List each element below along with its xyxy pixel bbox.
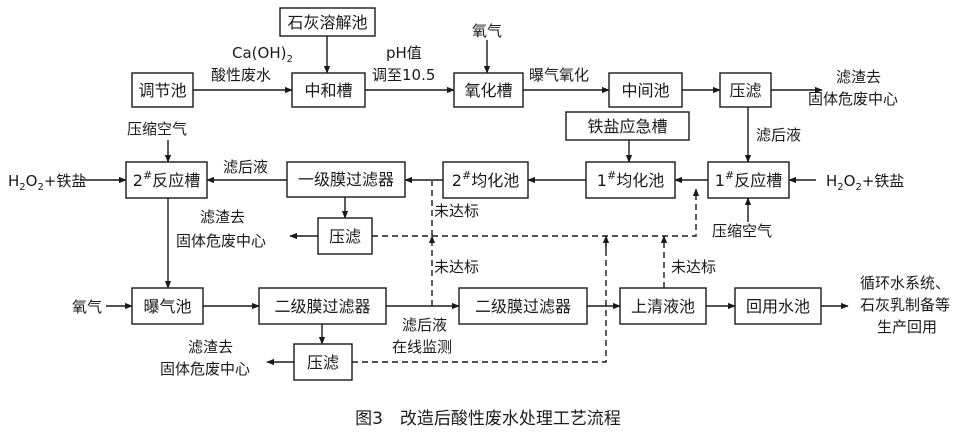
h2o2-left-iron: +铁盐: [44, 172, 87, 190]
react-1-label: 反应槽: [734, 171, 782, 190]
middle-tank-label: 中间池: [621, 81, 669, 100]
compressed-air-right-label: 压缩空气: [712, 222, 772, 240]
svg-text:1#反应槽: 1#反应槽: [715, 169, 782, 190]
caoh-label: Ca(OH): [232, 44, 286, 62]
equal-1-number: 1: [597, 171, 607, 190]
h2o2-right-sub1: 2: [837, 182, 843, 193]
residue-1-line-2: 固体危废中心: [808, 90, 898, 108]
connectors: [80, 36, 849, 366]
box-press-1: 压滤: [719, 72, 772, 108]
compressed-air-top-label: 压缩空气: [127, 120, 187, 138]
box-clear-tank: 上清液池: [619, 287, 707, 325]
react-2-sharp: #: [143, 169, 152, 182]
ph-label-2: 调至10.5: [372, 66, 435, 84]
box-neutral-tank: 中和槽: [291, 72, 366, 108]
recycle-line-3: 生产回用: [877, 318, 937, 336]
equal-2-label: 均化池: [471, 171, 519, 190]
box-react-1: 1#反应槽: [707, 161, 790, 199]
press-2-label: 压滤: [329, 227, 361, 246]
box-membrane-1: 一级膜过滤器: [286, 161, 406, 198]
svg-text:H2O2+铁盐: H2O2+铁盐: [826, 172, 904, 193]
residue-3-line-1: 滤渣去: [188, 338, 233, 356]
unqualified-label-3: 未达标: [671, 258, 716, 276]
aer-tank-label: 曝气池: [143, 297, 191, 316]
h2o2-right-h: H: [826, 172, 837, 190]
filtrate-3-line-1: 滤后液: [402, 316, 447, 334]
residue-2-line-2: 固体危废中心: [176, 232, 266, 250]
box-membrane-2b: 二级膜过滤器: [458, 287, 588, 325]
clear-tank-label: 上清液池: [631, 297, 695, 316]
box-press-2: 压滤: [317, 217, 373, 255]
box-iron-tank: 铁盐应急槽: [565, 111, 690, 141]
membrane-1-label: 一级膜过滤器: [298, 170, 394, 189]
react-1-number: 1: [715, 171, 725, 190]
svg-text:1#均化池: 1#均化池: [597, 169, 664, 190]
h2o2-left-h: H: [8, 172, 19, 190]
membrane-2a-label: 二级膜过滤器: [274, 297, 370, 316]
h2o2-left-sub1: 2: [19, 182, 25, 193]
oxid-tank-label: 氧化槽: [464, 81, 512, 100]
residue-3-line-2: 固体危废中心: [160, 360, 250, 378]
box-react-2: 2#反应槽: [125, 161, 208, 199]
svg-text:2#反应槽: 2#反应槽: [133, 169, 200, 190]
oxygen-left-label: 氧气: [72, 298, 102, 316]
svg-text:2#均化池: 2#均化池: [452, 169, 519, 190]
acid-water-label: 酸性废水: [211, 66, 271, 84]
box-reuse-tank: 回用水池: [734, 287, 822, 325]
equal-2-number: 2: [452, 171, 462, 190]
box-middle-tank: 中间池: [608, 72, 683, 108]
press-3-label: 压滤: [307, 353, 339, 372]
box-press-3: 压滤: [293, 343, 353, 381]
caoh-subscript: 2: [286, 54, 292, 65]
dash-press3-return: [352, 236, 607, 363]
aeration-label: 曝气氧化: [529, 66, 589, 84]
box-equal-2: 2#均化池: [442, 161, 529, 199]
box-oxid-tank: 氧化槽: [453, 72, 524, 108]
press-1-label: 压滤: [729, 81, 761, 100]
svg-text:H2O2+铁盐: H2O2+铁盐: [8, 172, 86, 193]
h2o2-left-o: O: [26, 172, 38, 190]
neutral-tank-label: 中和槽: [304, 81, 352, 100]
lime-tank-label: 石灰溶解池: [287, 13, 367, 32]
react-2-number: 2: [133, 171, 143, 190]
box-adjust-tank: 调节池: [131, 72, 194, 108]
unqualified-label-2: 未达标: [434, 258, 479, 276]
oxygen-top-label: 氧气: [472, 22, 502, 40]
filtrate-1-label: 滤后液: [756, 126, 801, 144]
ph-label-1: pH值: [386, 44, 422, 62]
box-lime-tank: 石灰溶解池: [279, 7, 376, 37]
unqualified-label-1: 未达标: [434, 202, 479, 220]
react-1-sharp: #: [725, 169, 734, 182]
recycle-line-1: 循环水系统、: [860, 274, 950, 292]
equal-1-label: 均化池: [616, 171, 664, 190]
iron-tank-label: 铁盐应急槽: [587, 117, 667, 136]
recycle-line-2: 石灰乳制备等: [860, 296, 950, 314]
h2o2-right-iron: +铁盐: [862, 172, 905, 190]
figure-caption: 图3 改造后酸性废水处理工艺流程: [355, 409, 621, 429]
residue-2-line-1: 滤渣去: [200, 208, 245, 226]
h2o2-left-sub2: 2: [37, 182, 43, 193]
membrane-2b-label: 二级膜过滤器: [475, 297, 571, 316]
h2o2-right-sub2: 2: [855, 182, 861, 193]
react-2-label: 反应槽: [152, 171, 200, 190]
box-aer-tank: 曝气池: [131, 287, 204, 325]
adjust-tank-label: 调节池: [138, 81, 186, 100]
h2o2-right-o: O: [844, 172, 856, 190]
filtrate-2-label: 滤后液: [223, 158, 268, 176]
equal-2-sharp: #: [462, 169, 471, 182]
dashed-connectors: [352, 181, 700, 363]
annotations: 酸性废水 Ca(OH)2 pH值 调至10.5 氧气 曝气氧化 滤渣去 固体危废…: [8, 22, 950, 378]
box-equal-1: 1#均化池: [585, 161, 676, 199]
residue-1-line-1: 滤渣去: [836, 68, 881, 86]
dash-press2-to-react1: [372, 188, 700, 237]
equal-1-sharp: #: [607, 169, 616, 182]
filtrate-3-line-2: 在线监测: [392, 338, 452, 356]
box-membrane-2a: 二级膜过滤器: [258, 287, 387, 325]
reuse-tank-label: 回用水池: [746, 297, 810, 316]
svg-text:Ca(OH)2: Ca(OH)2: [232, 44, 293, 65]
